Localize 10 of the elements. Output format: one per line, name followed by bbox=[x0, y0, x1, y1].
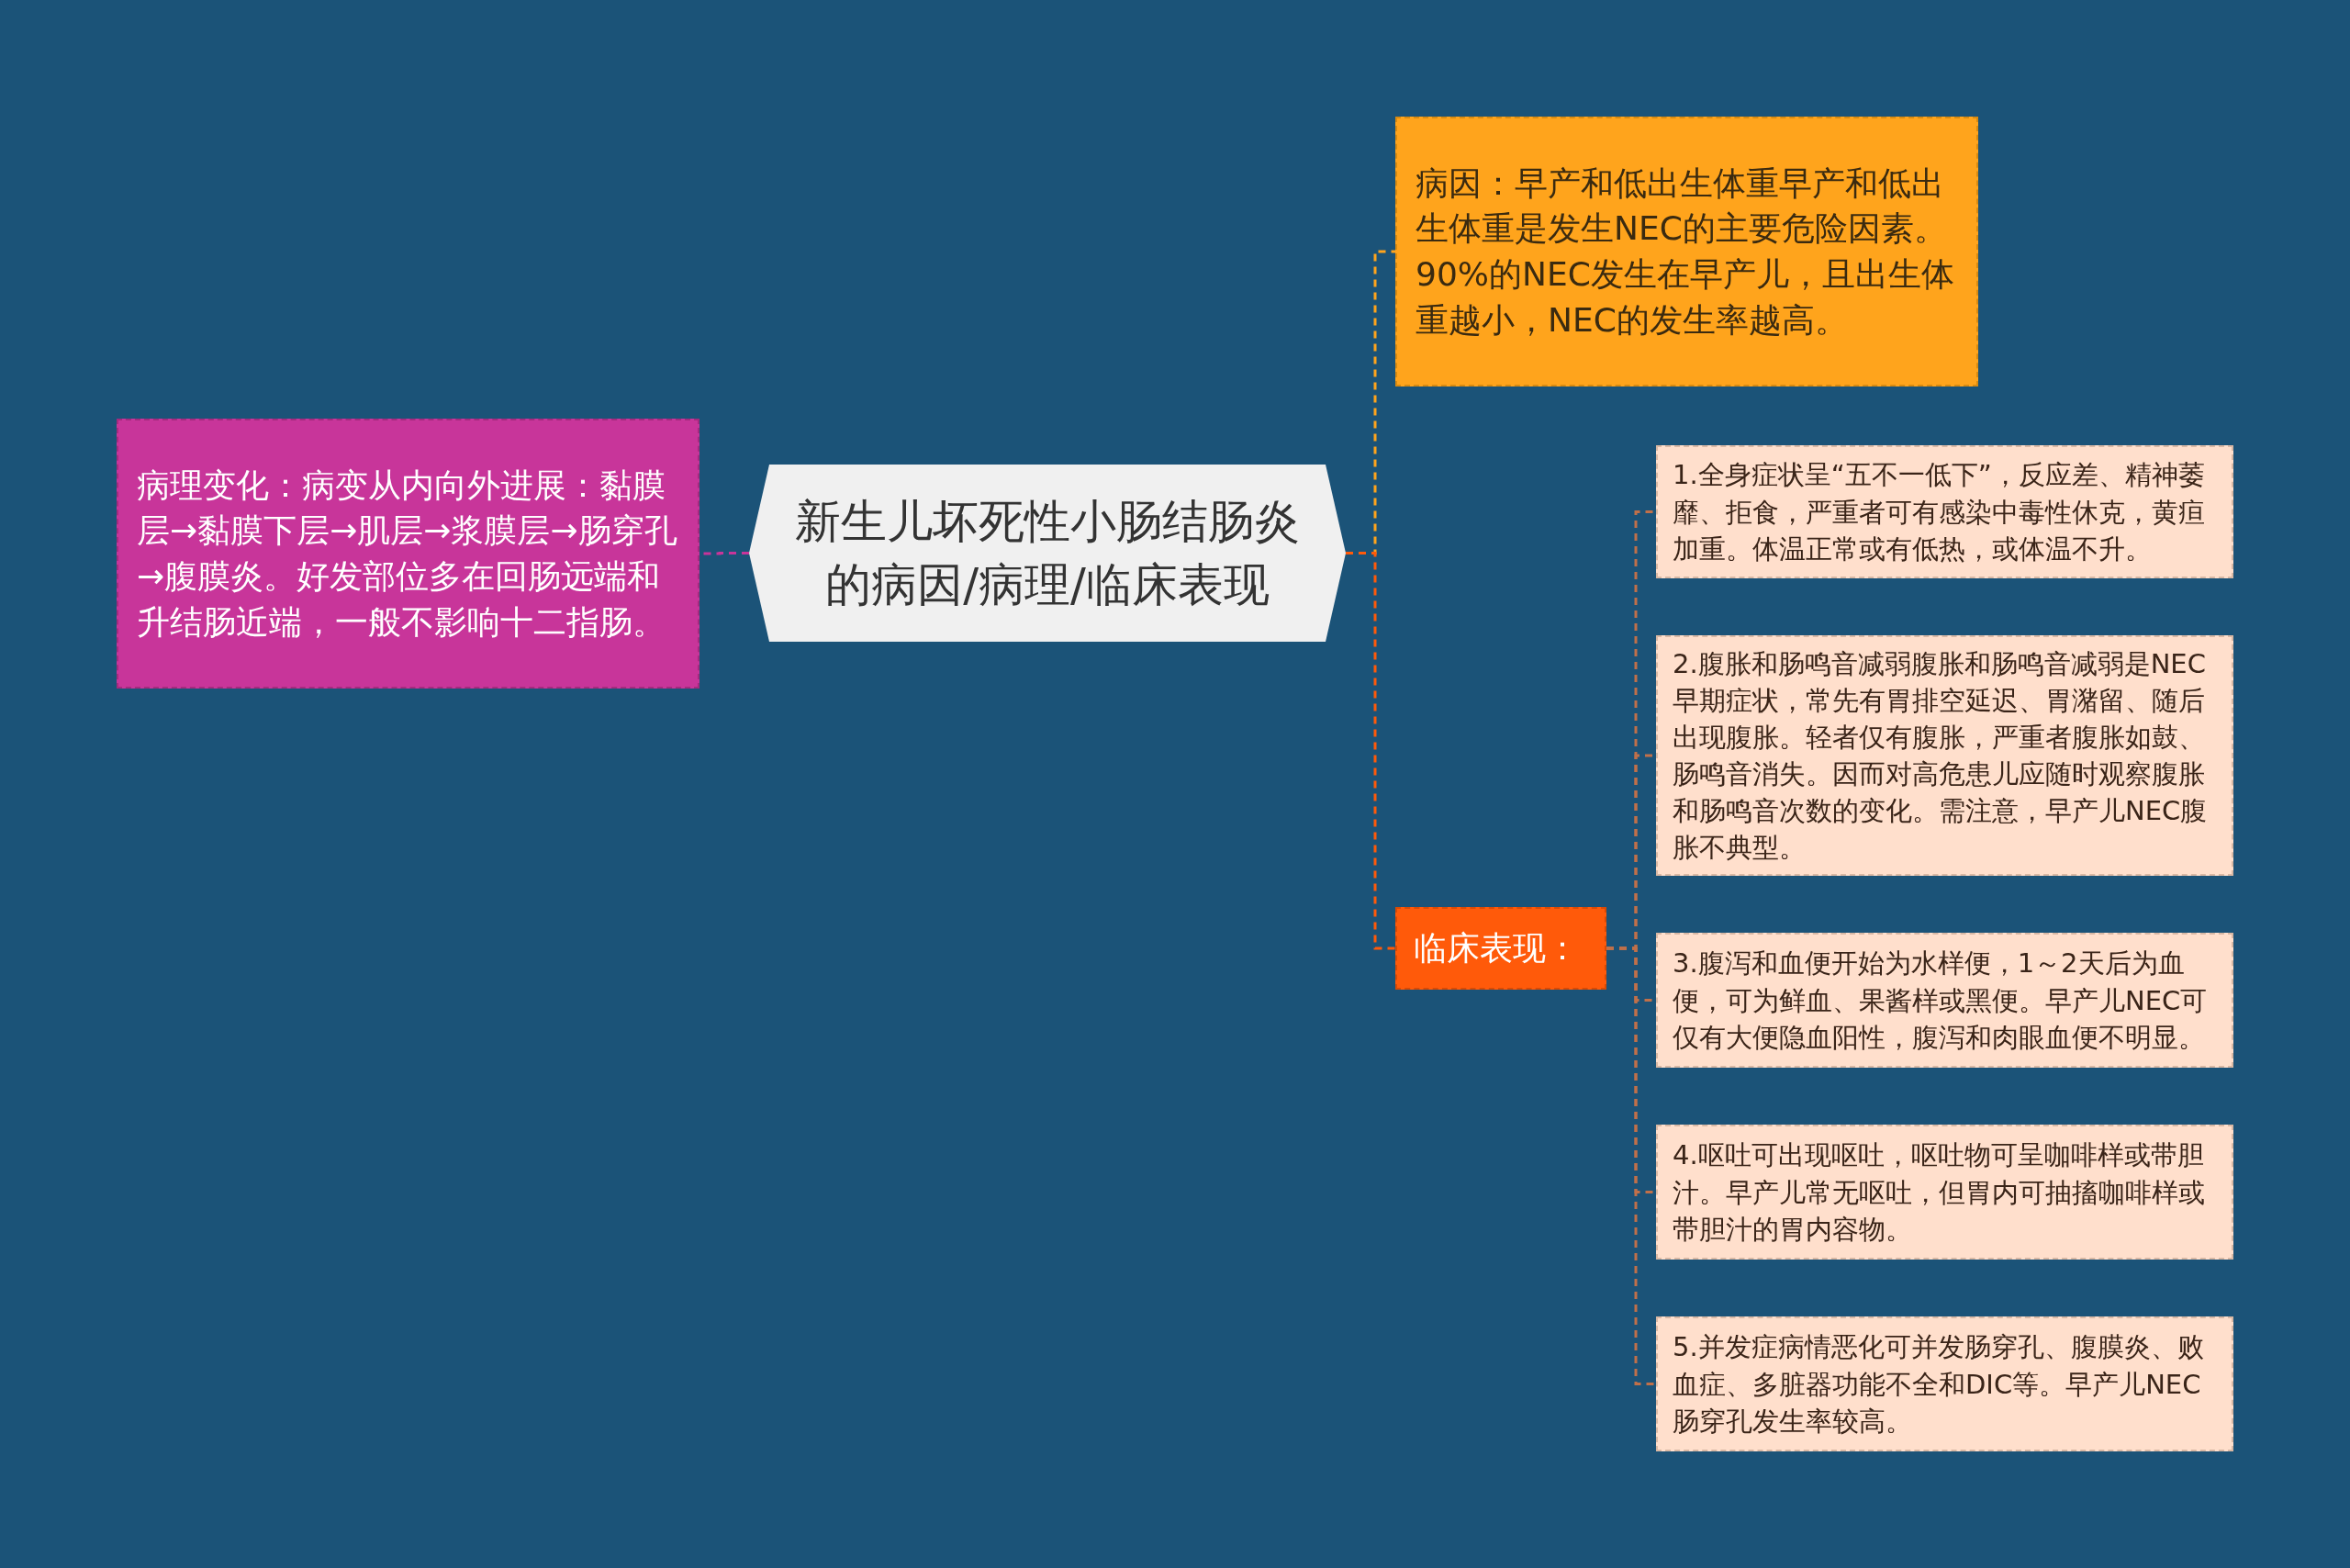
central-topic-box: 新生儿坏死性小肠结肠炎的病因/病理/临床表现 bbox=[749, 465, 1346, 642]
note-box: 病理变化：病变从内向外进展：黏膜层→黏膜下层→肌层→浆膜层→肠穿孔→腹膜炎。好发部位多在回肠远端和升结肠近端，一般不影响十二指肠。 bbox=[117, 419, 699, 689]
connector bbox=[1346, 552, 1395, 950]
note-box: 5.并发症病情恶化可并发肠穿孔、腹膜炎、败血症、多脏器功能不全和DIC等。早产儿NEC肠穿孔发生率较高。 bbox=[1656, 1316, 2233, 1451]
note-box: 病因：早产和低出生体重早产和低出生体重是发生NEC的主要危险因素。90%的NEC发生在早产儿，且出生体重越小，NEC的发生率越高。 bbox=[1395, 117, 1978, 386]
note-box: 4.呕吐可出现呕吐，呕吐物可呈咖啡样或带胆汁。早产儿常无呕吐，但胃内可抽搐咖啡样或带胆汁的胃内容物。 bbox=[1656, 1125, 2233, 1260]
branch-box: 临床表现： bbox=[1395, 907, 1606, 990]
note-box: 3.腹泻和血便开始为水样便，1～2天后为血便，可为鲜血、果酱样或黑便。早产儿NEC可仅有大便隐血阳性，腹泻和肉眼血便不明显。 bbox=[1656, 933, 2233, 1068]
note-box: 1.全身症状呈“五不一低下”，反应差、精神萎靡、拒食，严重者可有感染中毒性休克，黄疸加重。体温正常或有低热，或体温不升。 bbox=[1656, 445, 2233, 578]
note-box: 2.腹胀和肠鸣音减弱腹胀和肠鸣音减弱是NEC早期症状，常先有胃排空延迟、胃潴留、随后出现腹胀。轻者仅有腹胀，严重者腹胀如鼓、肠鸣音消失。因而对高危患儿应随时观察腹胀和肠鸣音次数的变化。需注意，早产儿NEC腹胀不典型。 bbox=[1656, 635, 2233, 876]
